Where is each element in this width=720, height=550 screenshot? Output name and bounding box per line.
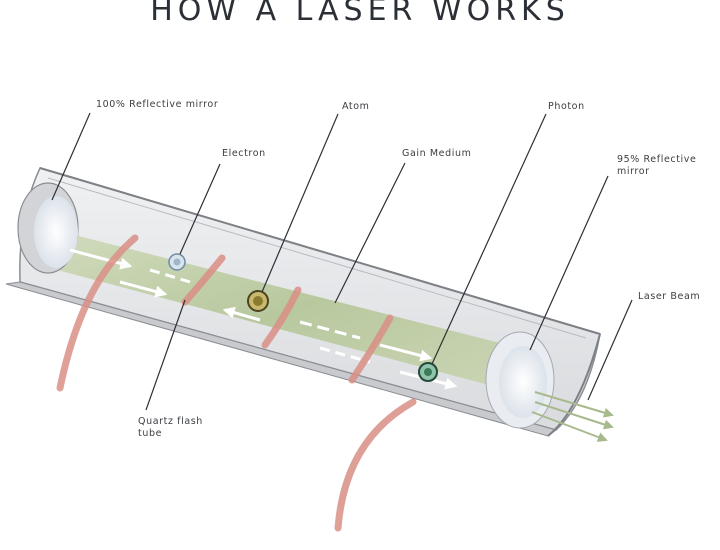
label-front-mirror-1: 95% Reflective xyxy=(617,154,697,165)
photon-particle xyxy=(418,362,438,382)
leader-atom xyxy=(261,113,339,293)
label-photon: Photon xyxy=(548,101,585,112)
label-electron: Electron xyxy=(222,148,266,159)
label-flash-tube-1: Quartz flash xyxy=(138,416,203,427)
leader-front-mirror xyxy=(529,175,609,351)
leader-electron xyxy=(179,163,221,255)
atom-particle xyxy=(247,290,269,312)
electron-particle xyxy=(168,253,186,271)
label-rear-mirror: 100% Reflective mirror xyxy=(96,99,219,110)
label-gain-medium: Gain Medium xyxy=(402,148,472,159)
diagram-title: HOW A LASER WORKS xyxy=(150,0,570,28)
flash-tube xyxy=(56,234,417,532)
leader-laser-beam xyxy=(587,299,633,401)
leader-gain-medium xyxy=(334,162,406,304)
label-front-mirror-2: mirror xyxy=(617,166,650,177)
front-mirror xyxy=(485,331,555,429)
label-laser-beam: Laser Beam xyxy=(638,291,701,302)
leader-lines xyxy=(51,112,633,411)
leader-rear-mirror xyxy=(51,112,91,201)
laser-beam-arrows xyxy=(531,391,614,442)
label-flash-tube-2: tube xyxy=(138,428,163,439)
leader-photon xyxy=(431,113,547,365)
leader-flash-tube xyxy=(145,299,186,411)
rear-mirror xyxy=(17,182,79,274)
label-atom: Atom xyxy=(342,101,370,112)
